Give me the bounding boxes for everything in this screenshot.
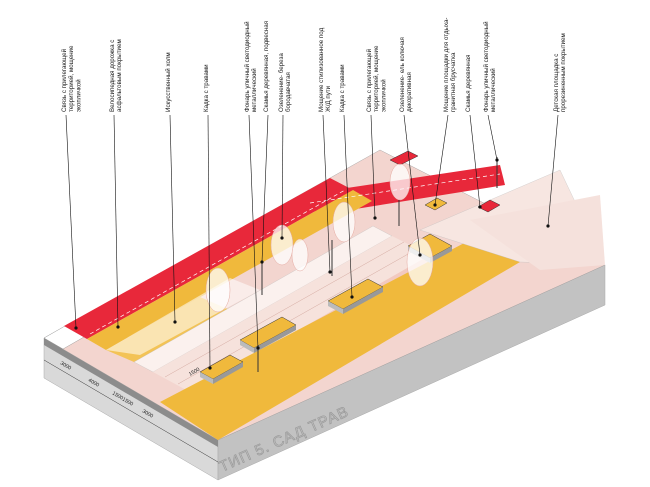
label-connect-right: Связь с прилегающейтерриторией, мощениеэ… [366,45,387,112]
planter-3 [327,278,384,314]
leader-line [261,114,269,263]
surface-bands [43,149,606,441]
birch-tree-4 [389,163,411,201]
leader-line [487,114,498,161]
dim-3: 1500 [111,391,124,402]
leader-line [113,114,119,328]
label-bike-path: Велосипедная дорожка сасфальтовым покрыт… [109,39,123,112]
label-grass-pot-1: Кадка с травами [203,64,210,112]
leader-dot [418,253,422,257]
leader-dot [116,325,120,329]
planter-1 [199,354,244,384]
birch-tree-3 [332,201,356,243]
leader-line [248,114,259,349]
leader-dot [280,236,284,240]
leader-line [281,114,284,239]
dim-5: 3000 [141,409,154,420]
spruce-tree-1 [406,237,434,287]
label-grass-pot-2: Кадка с травами [339,64,346,112]
planter-2 [239,316,297,353]
label-wooden-bench-2: Скамья деревянная [465,55,472,112]
trees [205,163,434,313]
leader-line [207,114,211,369]
leader-dot [546,224,550,228]
birch-tree-5 [291,238,309,272]
leader-dot [260,260,264,264]
ground-block [43,264,606,481]
leader-dot [74,326,78,330]
birch-tree-1 [205,267,231,313]
leader-dot [328,270,332,274]
leader-line [434,114,449,206]
leader-dot [495,158,499,162]
label-rest-area: Мощение площадки для отдыха-гранитная бр… [443,18,457,112]
leader-line [547,114,559,227]
label-spruce-greening: Озеленение- ель колючаядекоративная [399,37,413,112]
label-kids-area: Детская площадка спрорезиненным покрытие… [553,33,567,112]
label-connect-left: Связь с прилегающейтерриторией, мощениеэ… [61,45,82,112]
label-birch-greening: Озеленение- березабородавчатая [278,53,292,112]
leader-line [403,114,421,256]
leader-line [343,114,353,298]
label-street-lamp-2: Фонарь уличный светодиодныйметаллический [483,21,497,112]
leader-lines [65,114,559,370]
label-artificial-hill: Искусственный холм [165,52,172,112]
leader-line [322,114,331,273]
label-wooden-bench: Скамья деревянная, подвесная [263,21,270,112]
dimensions: 3000 4000 1500 1500 3000 1500 [43,359,219,463]
leader-dot [173,320,177,324]
dim-2: 4000 [87,378,100,389]
dim-1: 3000 [59,361,72,372]
labels: Связь с прилегающейтерриторией, мощениеэ… [61,18,567,112]
leader-dot [478,205,482,209]
leader-dot [433,203,437,207]
leader-dot [350,295,354,299]
leader-dot [373,216,377,220]
leader-dot [208,366,212,370]
leader-line [169,114,176,323]
label-street-lamp-1: Фонарь уличный светодиодныйметаллический [244,21,258,112]
leader-line [370,114,376,219]
leader-line [469,114,481,208]
leader-dot [256,346,260,350]
dim-4: 1500 [121,397,134,408]
leader-line [65,114,77,329]
dim-6: 1500 [188,367,201,378]
label-rail-paving: Мощение стилизованное подЖ/Д пути [318,27,332,112]
